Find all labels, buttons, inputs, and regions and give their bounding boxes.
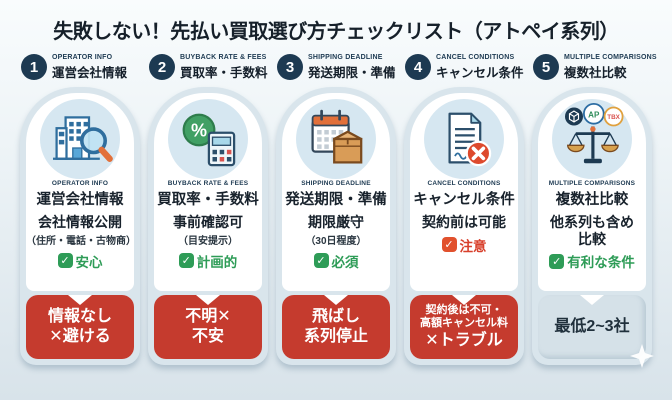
warning-line: ✕避ける	[49, 328, 111, 345]
warning-box: 情報なし ✕避ける	[26, 295, 134, 359]
column-pill: % BUYBACK RATE & FEES 買取率・手数料 事前確認可 （目安提…	[148, 87, 268, 365]
recommendation-line: 最低2~3社	[554, 318, 630, 336]
card-note: （目安提示）	[178, 235, 238, 247]
column-header-text: SHIPPING DEADLINE 発送期限・準備	[308, 54, 396, 81]
scale-comparison-icon: AP TBX	[552, 99, 632, 179]
card-label-en: OPERATOR INFO	[51, 180, 109, 187]
checkbox-check-icon	[441, 237, 457, 253]
column-card: AP TBX MULTIPLE COMPARISONS 複数社比較	[538, 93, 646, 291]
card-note: （住所・電話・古物商）	[26, 235, 136, 247]
building-magnifier-icon	[40, 99, 120, 179]
column-card: CANCEL CONDITIONS キャンセル条件 契約前は可能 注意	[410, 93, 518, 291]
percent-calculator-icon: %	[168, 99, 248, 179]
warning-line: 不明✕	[185, 308, 231, 326]
checkbox-check-icon	[549, 253, 565, 269]
checklist-column-buyback-rate: 2 BUYBACK RATE & FEES 買取率・手数料 %	[148, 49, 268, 365]
svg-text:AP: AP	[588, 110, 600, 119]
column-header-text: CANCEL CONDITIONS キャンセル条件	[436, 54, 524, 81]
check-label: 有利な条件	[567, 255, 635, 271]
card-point: 契約前は可能	[422, 214, 506, 230]
warning-line: 契約後は不可・	[425, 303, 503, 316]
card-label-en: CANCEL CONDITIONS	[427, 180, 501, 187]
column-pill: OPERATOR INFO 運営会社情報 会社情報公開 （住所・電話・古物商） …	[20, 87, 140, 365]
card-note: （30日程度）	[305, 235, 367, 247]
recommendation-box: 最低2~3社	[538, 295, 654, 368]
checklist-column-cancel-conditions: 4 CANCEL CONDITIONS キャンセル条件	[404, 49, 524, 365]
card-point: 期限厳守	[308, 214, 364, 230]
column-header-en: MULTIPLE COMPARISONS	[564, 53, 657, 61]
calendar-box-icon	[296, 99, 376, 179]
column-card: % BUYBACK RATE & FEES 買取率・手数料 事前確認可 （目安提…	[154, 93, 262, 291]
checklist-columns: 1 OPERATOR INFO 運営会社情報	[0, 49, 672, 368]
card-label-jp: キャンセル条件	[413, 192, 515, 208]
sparkle-icon	[630, 344, 654, 368]
column-header-jp: 複数社比較	[564, 65, 627, 80]
step-number-badge: 1	[21, 54, 47, 80]
contract-cancel-icon	[424, 99, 504, 179]
column-header: 3 SHIPPING DEADLINE 発送期限・準備	[276, 49, 396, 85]
step-number-badge: 4	[405, 54, 431, 80]
column-header-jp: 運営会社情報	[52, 65, 128, 80]
card-label-en: MULTIPLE COMPARISONS	[548, 180, 636, 187]
card-label-jp: 複数社比較	[555, 192, 629, 208]
check-label: 計画的	[196, 254, 238, 270]
warning-line: ✕トラブル	[425, 331, 503, 349]
card-point: 他系列も含め比較	[550, 214, 634, 247]
column-header-jp: 発送期限・準備	[308, 65, 396, 80]
column-header-jp: キャンセル条件	[436, 65, 524, 80]
check-label: 必須	[331, 254, 359, 270]
column-header-en: OPERATOR INFO	[52, 53, 113, 61]
check-row: 必須	[282, 251, 390, 271]
column-header-jp: 買取率・手数料	[180, 65, 268, 80]
check-label: 安心	[75, 254, 103, 270]
warning-line: 系列停止	[303, 328, 368, 345]
card-label-jp: 発送期限・準備	[285, 192, 387, 208]
card-label-en: SHIPPING DEADLINE	[301, 180, 371, 187]
column-card: OPERATOR INFO 運営会社情報 会社情報公開 （住所・電話・古物商） …	[26, 93, 136, 291]
column-header: 1 OPERATOR INFO 運営会社情報	[20, 49, 140, 85]
step-number-badge: 5	[533, 54, 559, 80]
column-pill: CANCEL CONDITIONS キャンセル条件 契約前は可能 注意 契約後は…	[404, 87, 524, 365]
warning-box: 不明✕ 不安	[154, 295, 262, 359]
checkbox-check-icon	[57, 253, 73, 269]
column-header: 5 MULTIPLE COMPARISONS 複数社比較	[532, 49, 657, 85]
card-point: 会社情報公開	[38, 214, 122, 230]
card-label-jp: 買取率・手数料	[157, 192, 259, 208]
checklist-column-multiple-comparisons: 5 MULTIPLE COMPARISONS 複数社比較 AP TBX	[532, 49, 657, 368]
warning-line: 情報なし	[47, 308, 112, 326]
column-header-en: SHIPPING DEADLINE	[308, 53, 383, 61]
check-row: 有利な条件	[538, 251, 646, 271]
check-label: 注意	[459, 238, 487, 254]
checklist-column-shipping-deadline: 3 SHIPPING DEADLINE 発送期限・準備	[276, 49, 396, 365]
checkbox-check-icon	[313, 253, 329, 269]
column-pill: AP TBX MULTIPLE COMPARISONS 複数社比較	[532, 87, 654, 368]
column-header: 2 BUYBACK RATE & FEES 買取率・手数料	[148, 49, 268, 85]
warning-box: 飛ばし 系列停止	[282, 295, 390, 359]
step-number-badge: 3	[277, 54, 303, 80]
column-header-text: BUYBACK RATE & FEES 買取率・手数料	[180, 54, 268, 81]
card-label-en: BUYBACK RATE & FEES	[167, 180, 249, 187]
card-label-jp: 運営会社情報	[36, 192, 124, 208]
column-header-text: OPERATOR INFO 運営会社情報	[52, 54, 127, 81]
column-header: 4 CANCEL CONDITIONS キャンセル条件	[404, 49, 524, 85]
warning-box: 契約後は不可・ 高額キャンセル料 ✕トラブル	[410, 295, 518, 359]
warning-line: 高額キャンセル料	[420, 317, 508, 330]
column-header-en: BUYBACK RATE & FEES	[180, 53, 267, 61]
warning-line: 飛ばし	[311, 308, 360, 326]
step-number-badge: 2	[149, 54, 175, 80]
svg-text:TBX: TBX	[607, 114, 620, 121]
card-point: 事前確認可	[173, 214, 243, 230]
check-row: 安心	[26, 251, 134, 271]
check-row: 計画的	[154, 251, 262, 271]
column-header-en: CANCEL CONDITIONS	[436, 53, 515, 61]
column-header-text: MULTIPLE COMPARISONS 複数社比較	[564, 54, 657, 81]
checklist-column-operator-info: 1 OPERATOR INFO 運営会社情報	[20, 49, 140, 365]
column-card: SHIPPING DEADLINE 発送期限・準備 期限厳守 （30日程度） 必…	[282, 93, 390, 291]
warning-line: 不安	[191, 328, 224, 345]
check-row: 注意	[410, 235, 518, 255]
column-pill: SHIPPING DEADLINE 発送期限・準備 期限厳守 （30日程度） 必…	[276, 87, 396, 365]
infographic-title: 失敗しない！先払い買取選び方チェックリスト（アトペイ系列）	[53, 21, 619, 43]
svg-text:%: %	[191, 120, 207, 140]
checkbox-check-icon	[178, 253, 194, 269]
